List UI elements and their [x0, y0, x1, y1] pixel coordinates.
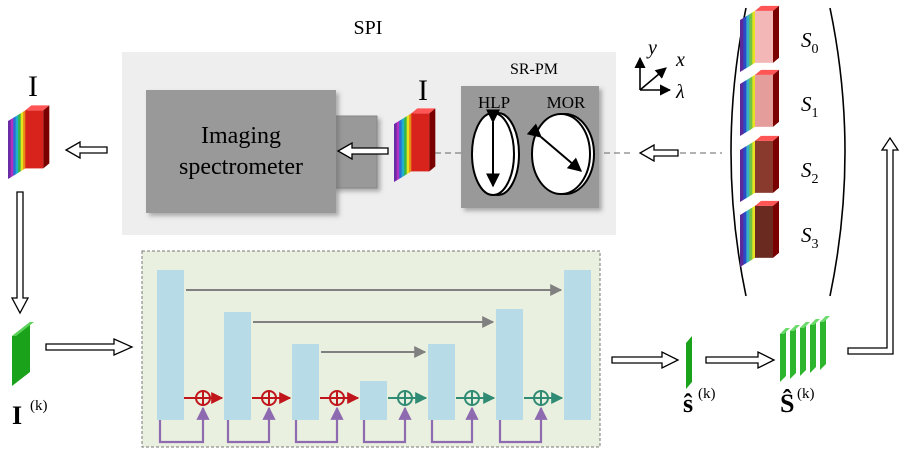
coordinate-axes [634, 56, 672, 96]
spectral-cube-spi [394, 108, 436, 182]
stokes-label-1: S1 [801, 92, 819, 121]
hlp-label: HLP [478, 93, 510, 112]
s-hat-stack-slab [820, 316, 826, 370]
decoder-layer-2 [496, 309, 523, 420]
hollow-arrow-down [10, 191, 30, 315]
s-hat-stack [780, 316, 830, 382]
residual-add-5 [498, 390, 564, 444]
mor-plate [526, 113, 595, 195]
hollow-arrow-into-network [45, 337, 134, 357]
mor-label: MOR [547, 93, 586, 112]
s-hat-label: ŝ [683, 389, 693, 418]
decoder-layer-3 [564, 270, 591, 420]
decoder-layer-1 [428, 344, 455, 420]
left-paren [730, 7, 747, 297]
spi-title: SPI [354, 17, 383, 39]
hollow-arrow-into-srpm [638, 143, 679, 163]
hollow-arrow-to-s-hat-stack [705, 350, 776, 370]
hollow-arrow-out-network [611, 350, 680, 370]
stokes-cube-0 [740, 5, 779, 72]
spectrometer-label-line1: Imaging [201, 123, 281, 149]
skip-connections [186, 284, 563, 358]
network-layers [157, 270, 591, 420]
i-k-slab [12, 322, 34, 386]
right-paren [829, 7, 846, 297]
s-hat-stack-slab [810, 319, 816, 373]
stokes-label-2: S2 [801, 158, 819, 187]
i-k-label: I [12, 401, 22, 430]
bottleneck-layer [360, 381, 387, 420]
s-hat-slab [686, 336, 692, 389]
residual-add-4 [430, 390, 496, 444]
hollow-arrow-to-left-cube [64, 140, 108, 160]
axis-y-label: y [646, 37, 657, 59]
encoder-layer-3 [292, 344, 319, 420]
residual-add-0 [158, 390, 224, 444]
residual-add-3 [362, 390, 428, 444]
stokes-label-0: S0 [801, 28, 819, 57]
stokes-cube-2 [740, 135, 779, 202]
s-hat-superscript: (k) [698, 386, 716, 402]
encoder-layer-1 [157, 270, 184, 420]
stokes-cube-3 [740, 200, 779, 267]
encoder-layer-2 [224, 312, 251, 420]
residual-add-2 [294, 390, 360, 444]
i-k-superscript: (k) [30, 398, 48, 414]
axis-x-label: x [675, 49, 685, 71]
i-label-spi: I [418, 74, 428, 107]
i-label-left: I [28, 70, 38, 103]
spectrometer-box [146, 90, 336, 213]
spectrometer-label-line2: spectrometer [179, 154, 303, 180]
residual-add-1 [226, 390, 292, 444]
srpm-title: SR-PM [510, 61, 558, 78]
hollow-feedback-arrow [847, 136, 900, 355]
s-hat-stack-slab [800, 322, 806, 376]
s-hat-stack-slab [780, 328, 786, 382]
S-hat-label: Ŝ [780, 389, 794, 418]
S-hat-superscript: (k) [797, 386, 815, 402]
stokes-cube-1 [740, 69, 779, 136]
residual-blocks [158, 390, 564, 444]
stokes-label-3: S3 [801, 223, 819, 252]
stokes-cubes [740, 5, 779, 267]
axis-lambda-label: λ [675, 81, 685, 103]
hollow-arrow-to-spectrometer [336, 141, 389, 161]
spectral-cube-left [8, 105, 50, 179]
s-hat-stack-slab [790, 325, 796, 379]
hlp-plate [471, 109, 520, 196]
